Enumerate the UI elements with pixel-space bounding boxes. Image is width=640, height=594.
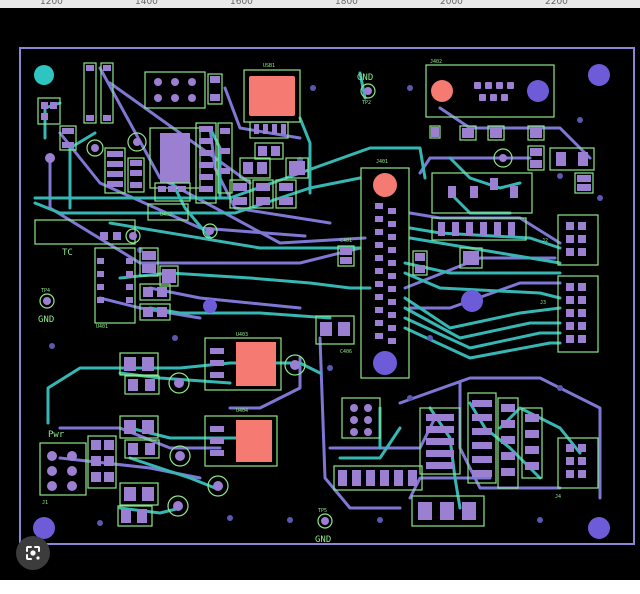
ruler-tick: 1800: [335, 0, 358, 7]
c406-label: C406: [340, 349, 352, 355]
visual-search-lens-button[interactable]: [16, 536, 50, 570]
j401-connector: J401: [337, 159, 428, 379]
u401-label: U401: [96, 324, 108, 330]
right-resistor-network: [431, 172, 533, 269]
bottom-center-cluster: [333, 397, 485, 527]
ruler-tick: 1200: [40, 0, 63, 7]
mount-hole-center-left: [203, 299, 217, 313]
ref-label: TP4: [41, 288, 50, 294]
gnd-label: GND: [315, 535, 331, 545]
j402-label: J402: [430, 59, 442, 65]
j4-header: J4: [555, 437, 599, 500]
test-point-gnd-left: TP4 GND: [38, 288, 55, 325]
j402-connector: J402: [425, 59, 595, 194]
ruler-tick: 1400: [135, 0, 158, 7]
u404-label: U404: [236, 408, 248, 414]
j401-label: J401: [376, 159, 388, 165]
j4-label: J4: [555, 494, 561, 500]
c401-label: C401: [340, 238, 352, 244]
j2-header: J2: [542, 214, 599, 266]
j2-label: J2: [542, 238, 548, 244]
pcb-layout: .ol { stroke:#8a86d6; fill:none; stroke-…: [19, 47, 635, 545]
u402-label: U402: [160, 212, 172, 218]
mount-hole-top-right: [588, 64, 610, 86]
c406-component: C406: [315, 315, 355, 355]
u403-label: U403: [236, 332, 248, 338]
fiducial-marker: [34, 65, 54, 85]
u403-regulator: U403: [204, 332, 306, 391]
test-point-gnd-bottom: TP5 GND: [315, 508, 333, 545]
gnd-label: GND: [357, 73, 373, 83]
u404-regulator: U404: [204, 408, 278, 497]
test-point-gnd-top: GND TP2: [357, 73, 376, 106]
u401-dip: U401: [94, 247, 179, 330]
ruler-tick: 1600: [230, 0, 253, 7]
bottom-strip: [0, 580, 640, 594]
j3-label: J3: [540, 300, 546, 306]
tc-label: TC: [62, 248, 73, 258]
u402-cluster: U402: [144, 71, 233, 239]
mount-hole-bottom-right: [588, 517, 610, 539]
j1-label: J1: [42, 500, 48, 506]
j1-power-connector: Pwr J1: [39, 430, 87, 506]
board-outline: [19, 47, 635, 545]
mount-hole-center-right: [461, 290, 483, 312]
lens-icon: [26, 546, 40, 560]
j3-header: J3: [540, 275, 599, 353]
usb1-component: USB1: [229, 63, 309, 209]
tc-block: TC: [34, 219, 141, 258]
ref-label: TP5: [318, 508, 327, 514]
top-ruler: 1200 1400 1600 1800 2000 2200: [0, 0, 640, 8]
ruler-tick: 2200: [545, 0, 568, 7]
ref-label: TP2: [362, 100, 371, 106]
bottom-right-ic-cluster: [419, 392, 543, 489]
left-power-section: [87, 352, 191, 527]
pcb-canvas: .ol { stroke:#8a86d6; fill:none; stroke-…: [0, 8, 640, 580]
top-left-components: [37, 62, 147, 194]
pwr-label: Pwr: [48, 430, 65, 440]
gnd-label: GND: [38, 315, 54, 325]
mount-hole-bottom-left: [33, 517, 55, 539]
usb1-label: USB1: [263, 63, 275, 69]
ruler-tick: 2000: [440, 0, 463, 7]
